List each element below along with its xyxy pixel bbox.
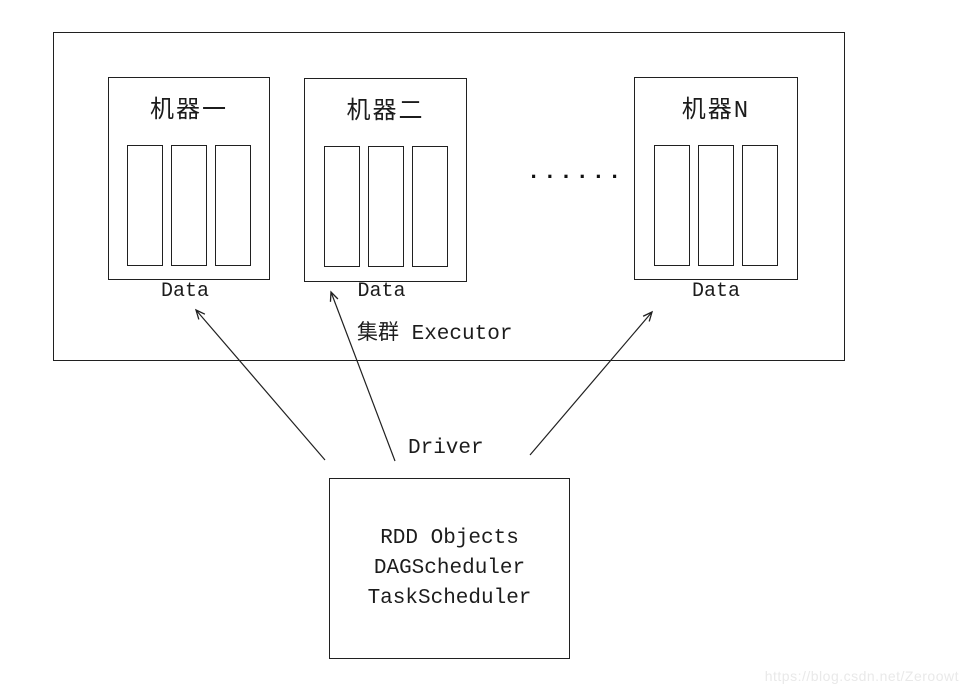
driver-box: RDD Objects DAGScheduler TaskScheduler xyxy=(329,478,570,659)
driver-box-line-task-scheduler: TaskScheduler xyxy=(367,586,532,610)
machine-1-partitions xyxy=(109,145,269,266)
partition-bar xyxy=(171,145,207,266)
driver-box-line-dag-scheduler: DAGScheduler xyxy=(373,556,526,580)
machine-2-partitions xyxy=(305,146,466,267)
watermark-url: https://blog.csdn.net/Zeroowt xyxy=(764,668,959,684)
partition-bar xyxy=(367,146,404,267)
partition-bar xyxy=(742,145,778,266)
machine-2-data-label: Data xyxy=(357,280,406,303)
machine-2-title: 机器二 xyxy=(346,99,425,126)
machine-n-partitions xyxy=(635,145,797,266)
ellipsis-more-machines: ...... xyxy=(527,160,625,185)
partition-bar xyxy=(654,145,690,266)
machine-1-box: 机器一 xyxy=(108,77,270,280)
driver-box-line-rdd-objects: RDD Objects xyxy=(380,526,519,550)
machine-1-title: 机器一 xyxy=(150,98,228,125)
machine-1-data-label: Data xyxy=(160,280,209,303)
driver-label: Driver xyxy=(408,437,484,460)
machine-n-data-label: Data xyxy=(691,280,740,303)
machine-n-box: 机器N xyxy=(634,77,798,280)
partition-bar xyxy=(698,145,734,266)
machine-n-title: 机器N xyxy=(681,98,751,125)
partition-bar xyxy=(215,145,251,266)
partition-bar xyxy=(323,146,360,267)
machine-2-box: 机器二 xyxy=(304,78,467,282)
partition-bar xyxy=(127,145,163,266)
partition-bar xyxy=(411,146,448,267)
cluster-executor-label: 集群 Executor xyxy=(357,323,513,346)
